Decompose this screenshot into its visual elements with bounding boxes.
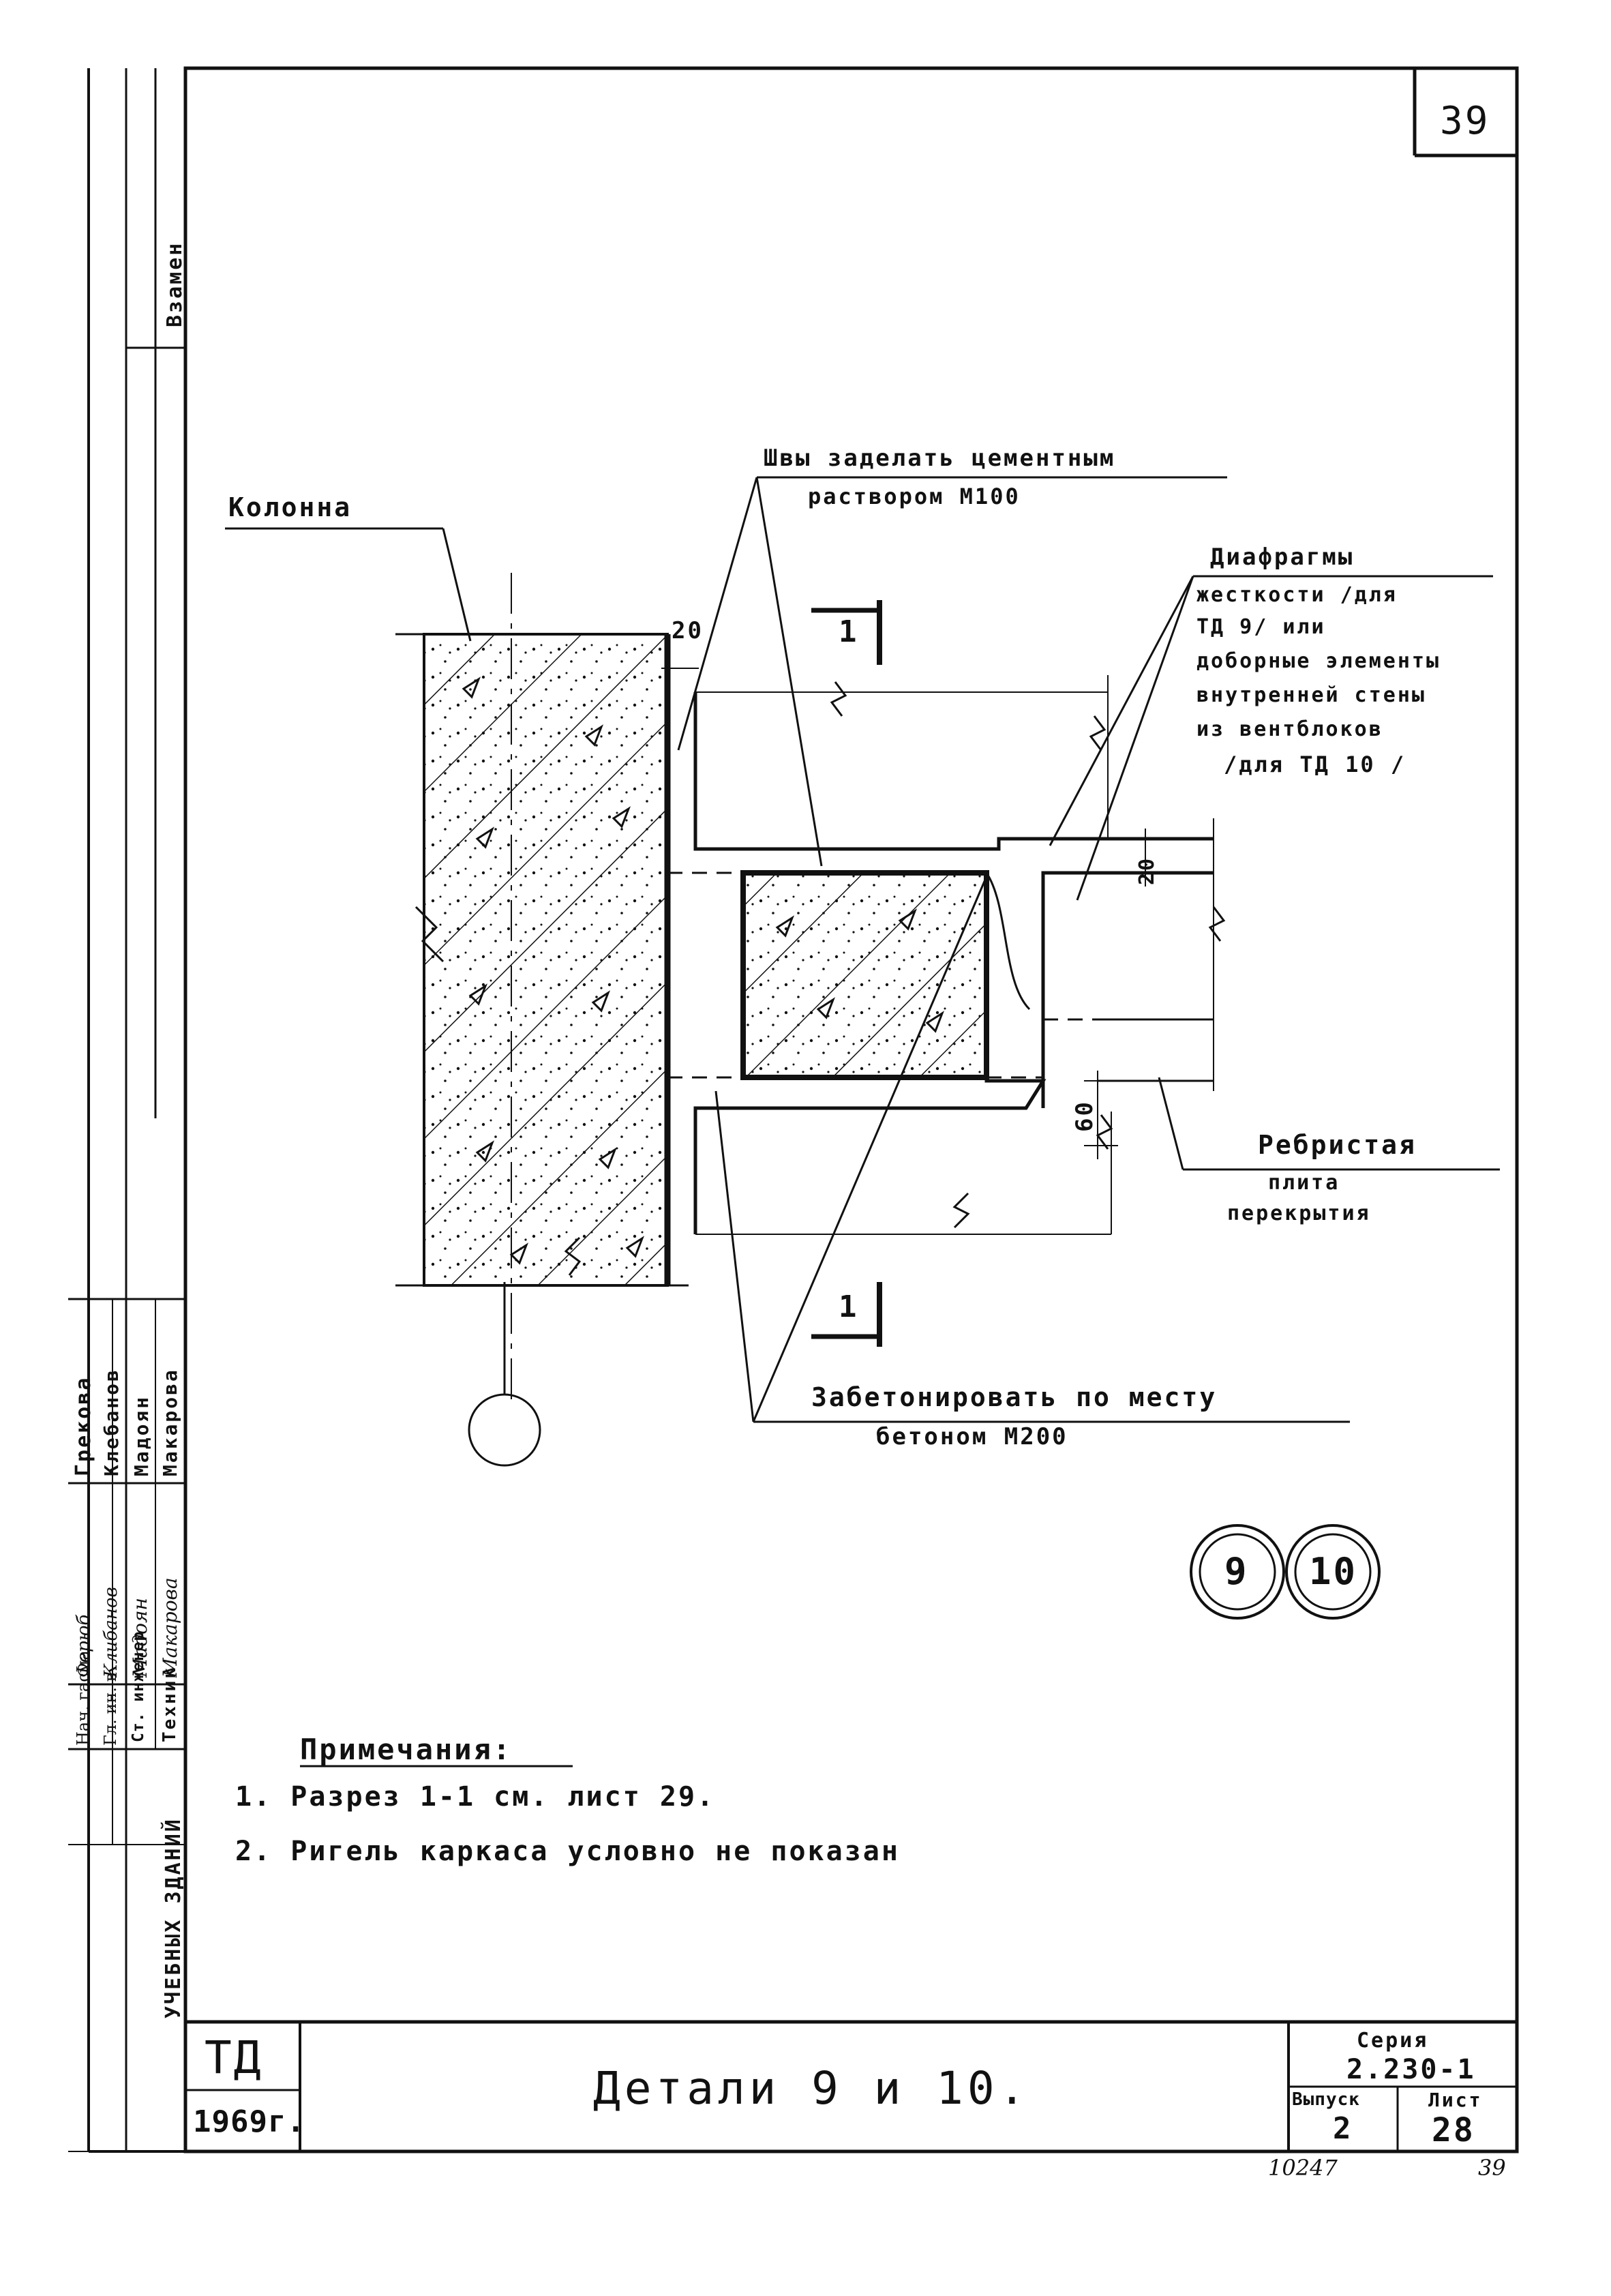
drawing-title: Детали 9 и 10. xyxy=(593,2062,1030,2115)
page-number: 39 xyxy=(1478,2155,1506,2181)
dim-60: 60 xyxy=(1071,1100,1098,1132)
label-seams-line2: раствором М100 xyxy=(808,483,1021,509)
side-stamp-grid xyxy=(68,346,185,1845)
sheet-frame xyxy=(68,66,1519,2153)
issue-value: 2 xyxy=(1333,2111,1353,2146)
label-diaphragm-6: из вентблоков xyxy=(1196,717,1383,741)
sheet-value: 28 xyxy=(1432,2111,1475,2149)
upper-diaphragm-block xyxy=(693,675,1214,851)
stamp-signature-1: Ферюб xyxy=(74,1614,94,1678)
title-block-frame xyxy=(185,2020,1517,2151)
label-diaphragm-4: доборные элементы xyxy=(1196,649,1441,673)
stamp-signature-3: Мадоян xyxy=(129,1598,151,1678)
concrete-infill xyxy=(740,870,1031,1080)
stamp-signature-4: Макарова xyxy=(159,1577,181,1678)
joint-dashed-lines xyxy=(667,871,1098,1079)
notes-heading: Примечания: xyxy=(300,1733,513,1766)
label-concrete-line2: бетоном М200 xyxy=(876,1423,1068,1450)
section-mark-top: 1 xyxy=(839,614,859,649)
label-diaphragm-2: жесткости /для xyxy=(1196,583,1398,607)
detail-circles xyxy=(1190,1524,1381,1620)
archive-number: 10247 xyxy=(1268,2155,1338,2181)
label-diaphragm-7: /для ТД 10 / xyxy=(1224,751,1406,777)
label-kolonna: Колонна xyxy=(228,492,352,522)
label-slab-1: Ребристая xyxy=(1258,1130,1417,1160)
stamp-vzamen: Взамен xyxy=(163,241,187,327)
stamp-name-2: Клебанов xyxy=(100,1368,123,1476)
stamp-row-2-label: Гл. ин. в xyxy=(101,1672,120,1746)
title-year: 1969г. xyxy=(193,2104,305,2139)
label-diaphragm-1: Диафрагмы xyxy=(1210,543,1355,571)
section-marks xyxy=(811,600,882,1347)
series-label: Серия xyxy=(1357,2029,1429,2053)
issue-label: Выпуск xyxy=(1292,2089,1360,2110)
label-diaphragm-3: ТД 9/ или xyxy=(1196,615,1326,639)
note-item-2: 2. Ригель каркаса условно не показан xyxy=(235,1836,900,1867)
section-mark-bottom: 1 xyxy=(839,1289,859,1324)
axis-marker xyxy=(468,1393,541,1467)
stamp-name-3: Мадоян xyxy=(130,1395,153,1476)
title-td: ТД xyxy=(205,2031,263,2084)
stamp-name-1: Грекова xyxy=(72,1375,95,1476)
detail-mark-9: 9 xyxy=(1224,1550,1249,1593)
note-item-1: 1. Разрез 1-1 см. лист 29. xyxy=(235,1781,716,1813)
label-slab-2: плита xyxy=(1268,1171,1340,1195)
dimension-lines xyxy=(661,668,1166,1159)
stamp-name-4: Макарова xyxy=(159,1368,181,1476)
detail-mark-10: 10 xyxy=(1309,1550,1358,1593)
dim-20-top: 20 xyxy=(672,617,704,644)
label-concrete-line1: Забетонировать по месту xyxy=(811,1382,1218,1412)
break-marks xyxy=(415,681,1226,1276)
label-slab-3: перекрытия xyxy=(1227,1202,1371,1225)
stamp-signature-2: Клибанов xyxy=(101,1587,121,1678)
label-seams-line1: Швы заделать цементным xyxy=(764,445,1116,472)
sheet-number-box xyxy=(1413,68,1517,158)
series-value: 2.230-1 xyxy=(1346,2054,1476,2085)
stamp-building-type: УЧЕБНЫХ ЗДАНИЙ xyxy=(162,1817,185,2018)
sheet-number-top: 39 xyxy=(1440,99,1490,143)
sheet-label: Лист xyxy=(1428,2089,1483,2111)
column-section xyxy=(395,573,689,1405)
label-diaphragm-5: внутренней стены xyxy=(1196,683,1426,707)
dim-20-right: 20 xyxy=(1135,856,1159,885)
leader-lines xyxy=(225,476,1500,1423)
